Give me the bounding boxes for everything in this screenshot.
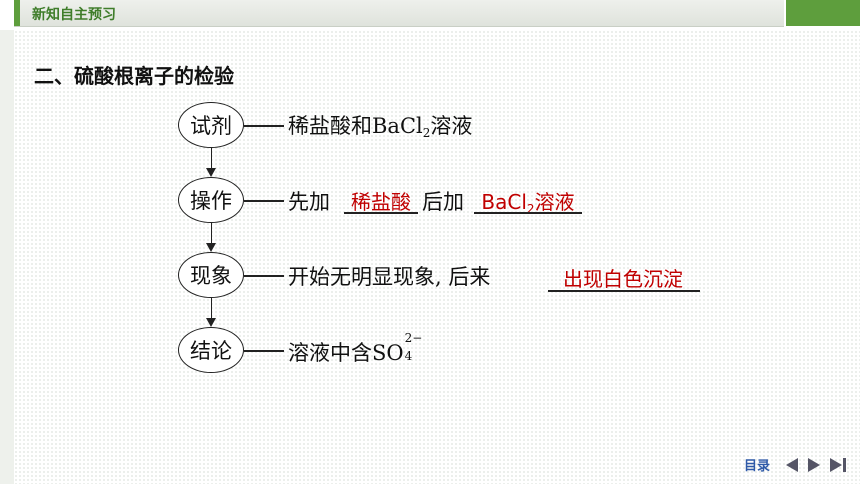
next-icon[interactable] xyxy=(808,457,821,472)
blank-underline xyxy=(474,212,582,214)
connector-line xyxy=(244,200,284,202)
arrow-down-icon xyxy=(206,318,216,327)
header-accent xyxy=(14,0,20,26)
step-oval-operation: 操作 xyxy=(178,177,244,223)
step-oval-phenomenon: 现象 xyxy=(178,252,244,298)
toc-link[interactable]: 目录 xyxy=(744,459,771,474)
last-bar-icon xyxy=(843,457,847,472)
step-label: 结论 xyxy=(190,339,232,363)
answer-blank-2: BaCl2溶液 xyxy=(481,190,575,216)
dotted-background xyxy=(14,30,860,484)
slide-nav: 目录 xyxy=(744,455,847,474)
step-label: 试剂 xyxy=(190,114,232,138)
connector-line xyxy=(244,350,284,352)
connector-line xyxy=(244,275,284,277)
reagent-text: 稀盐酸和BaCl2溶液 xyxy=(288,114,473,140)
flow-line xyxy=(211,298,213,320)
prev-icon[interactable] xyxy=(786,457,799,472)
header-corner-block xyxy=(786,0,860,26)
step-label: 现象 xyxy=(190,264,232,288)
blank-underline xyxy=(548,290,700,292)
step-label: 操作 xyxy=(190,189,232,213)
flow-line xyxy=(211,148,213,170)
connector-line xyxy=(244,125,284,127)
last-icon[interactable] xyxy=(830,457,847,472)
section-title: 二、硫酸根离子的检验 xyxy=(34,64,234,88)
operation-prefix: 先加 xyxy=(288,190,330,214)
left-strip xyxy=(0,30,14,484)
phenomenon-prefix: 开始无明显现象, 后来 xyxy=(288,265,491,289)
blank-underline xyxy=(344,212,418,214)
answer-blank-1: 稀盐酸 xyxy=(351,190,411,214)
arrow-down-icon xyxy=(206,243,216,252)
arrow-down-icon xyxy=(206,168,216,177)
header-bar: 新知自主预习 xyxy=(14,0,784,27)
last-arrow-icon xyxy=(830,457,843,472)
header-title: 新知自主预习 xyxy=(32,7,116,23)
operation-middle: 后加 xyxy=(422,190,464,214)
flow-line xyxy=(211,223,213,245)
answer-blank-3: 出现白色沉淀 xyxy=(563,267,683,291)
step-oval-reagent: 试剂 xyxy=(178,102,244,148)
step-oval-conclusion: 结论 xyxy=(178,327,244,373)
